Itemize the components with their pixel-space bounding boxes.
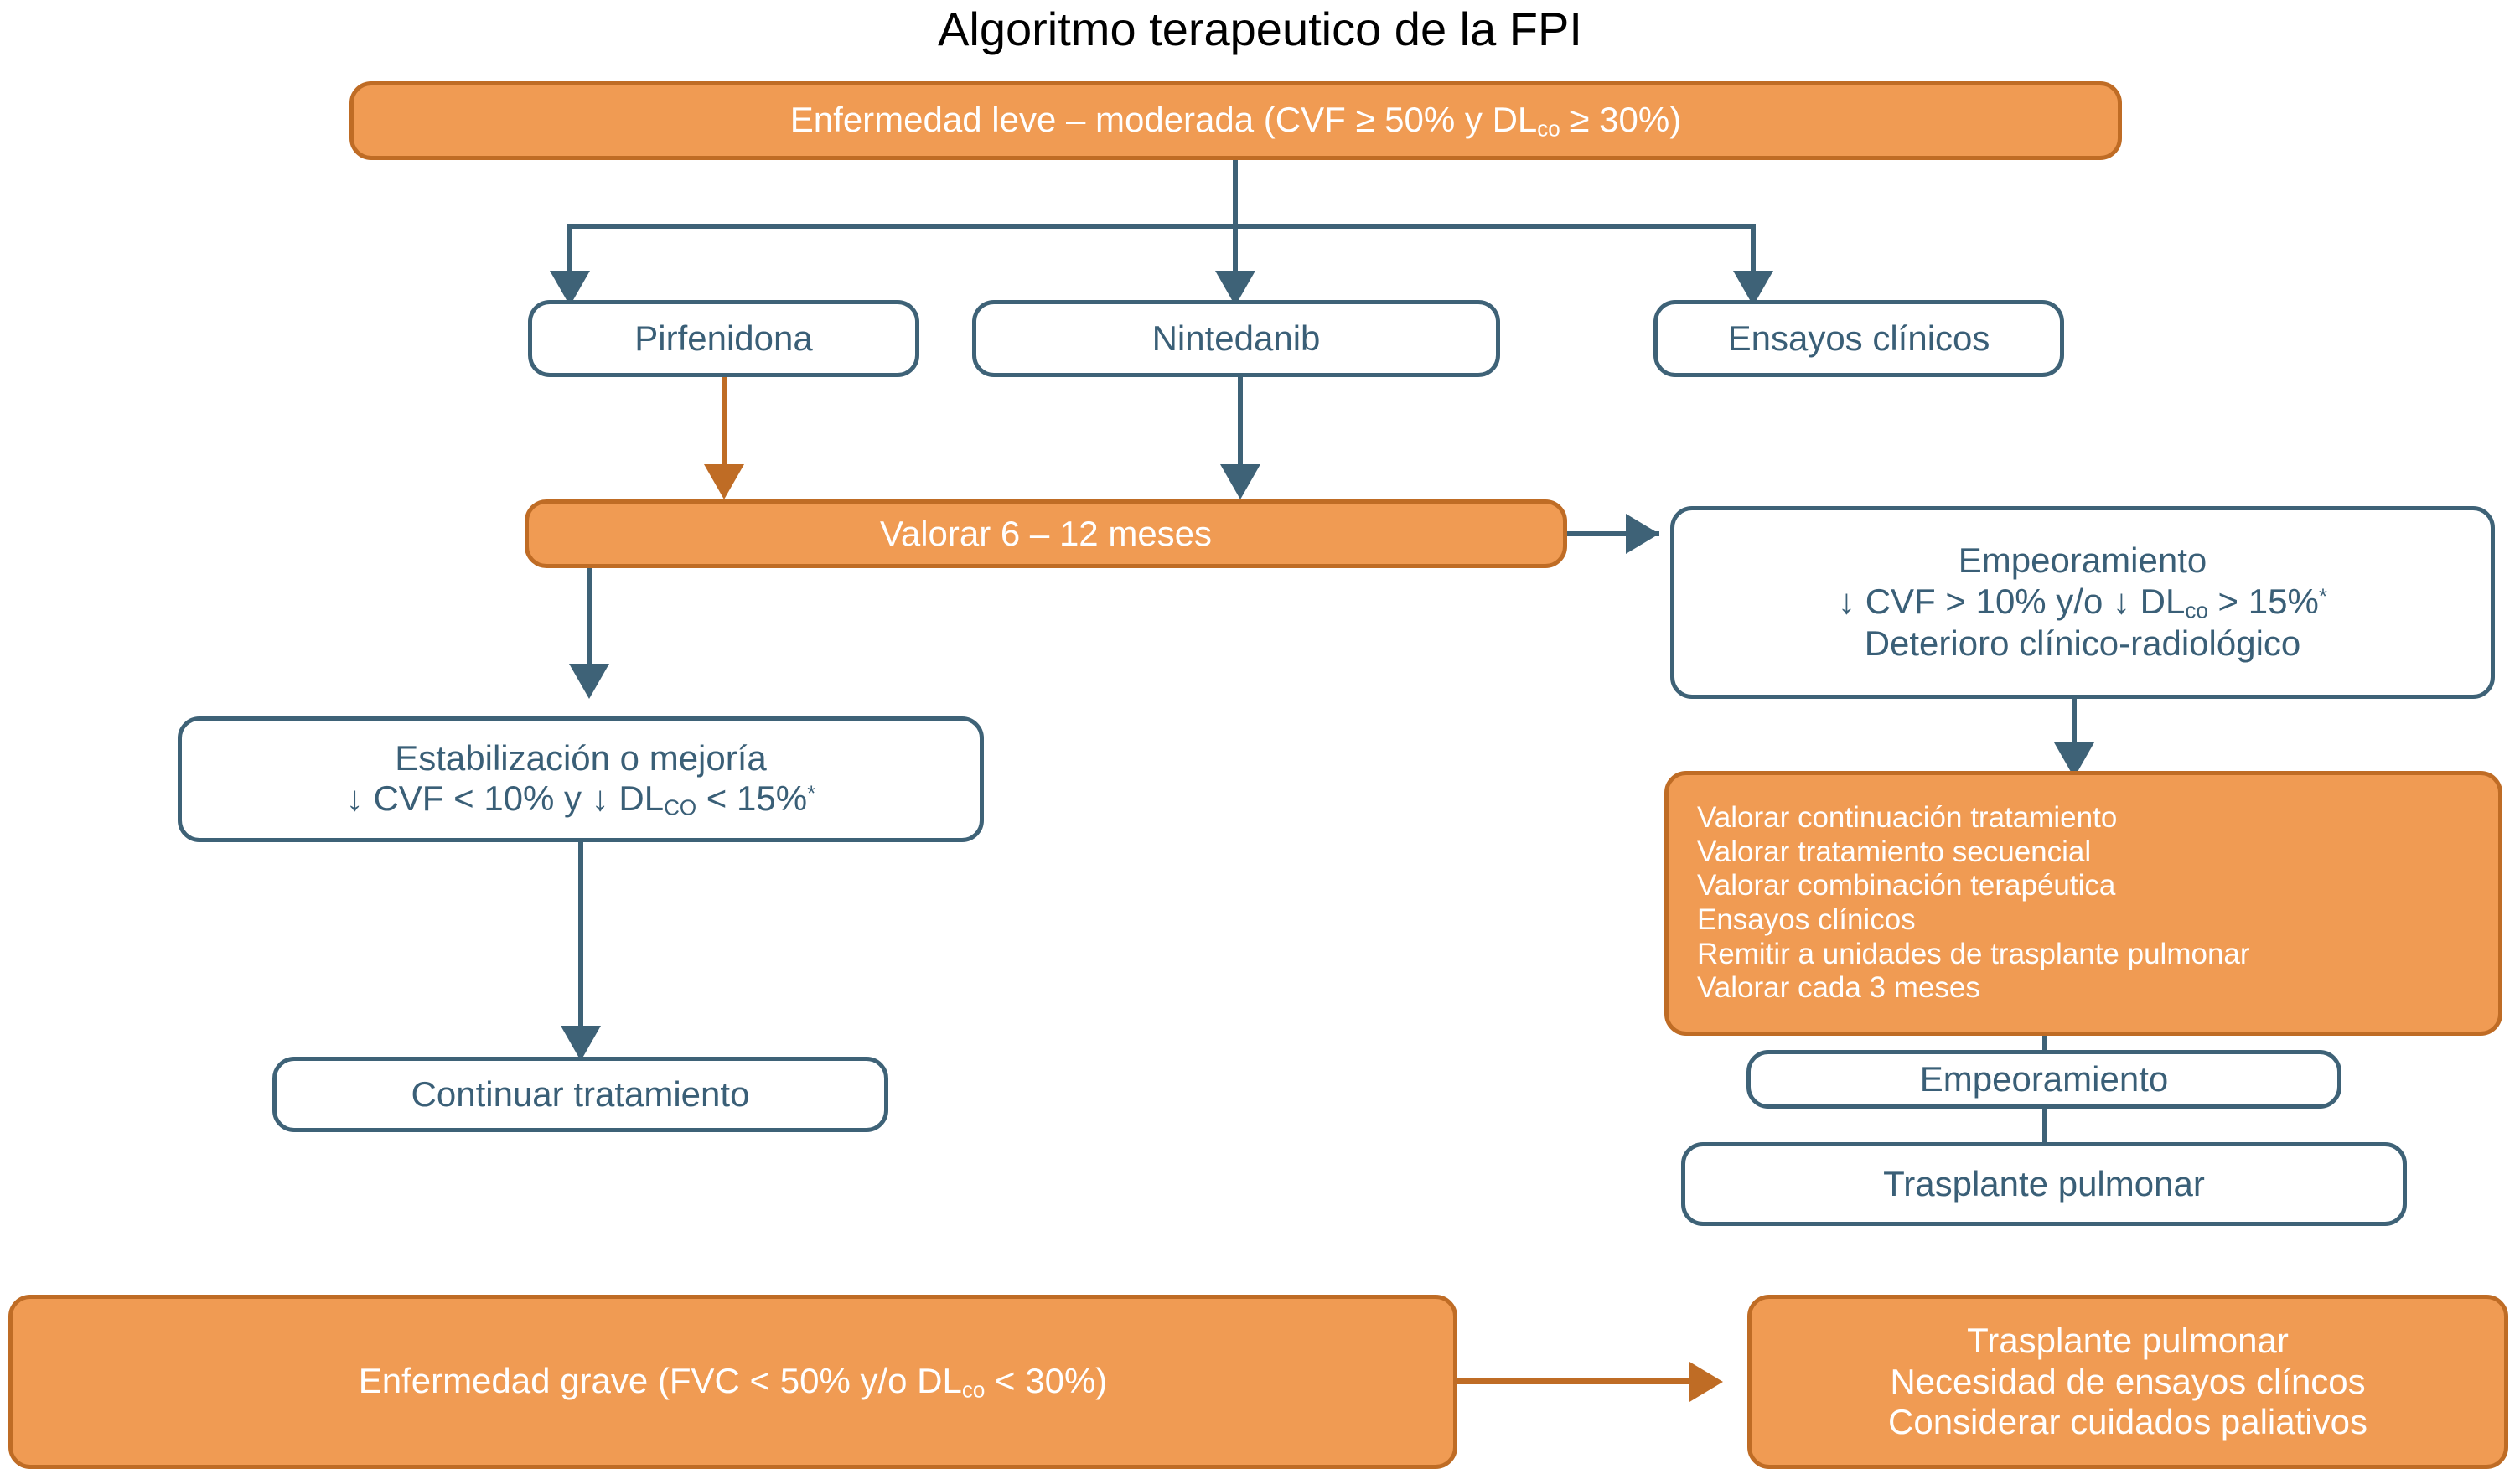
- node-enfermedad-grave-label: Enfermedad grave (FVC < 50% y/o DLco < 3…: [358, 1361, 1108, 1403]
- grave-opciones-item-0: Trasplante pulmonar: [1967, 1320, 2289, 1360]
- node-enfermedad-leve-moderada-label: Enfermedad leve – moderada (CVF ≥ 50% y …: [789, 100, 1682, 142]
- node-grave-opciones-list: Trasplante pulmonar Necesidad de ensayos…: [1752, 1321, 2504, 1443]
- arrow-valorar-to-empeoramiento: [1626, 514, 1659, 554]
- opciones-item-0: Valorar continuación tratamiento: [1697, 801, 2118, 835]
- arrow-valorar-to-estabilizacion: [569, 664, 609, 699]
- node-nintedanib[interactable]: Nintedanib: [972, 300, 1500, 377]
- grave-opciones-item-1: Necesidad de ensayos clíncos: [1890, 1361, 2366, 1401]
- node-continuar-tratamiento-label: Continuar tratamiento: [411, 1073, 750, 1114]
- node-empeoramiento-2[interactable]: Empeoramiento: [1746, 1050, 2341, 1109]
- node-pirfenidona-label: Pirfenidona: [634, 318, 813, 358]
- node-estabilizacion-mejoria[interactable]: Estabilización o mejoría ↓ CVF < 10% y ↓…: [178, 716, 984, 842]
- opciones-item-2: Valorar combinación terapéutica: [1697, 869, 2116, 903]
- node-estabilizacion-mejoria-text: Estabilización o mejoría ↓ CVF < 10% y ↓…: [182, 738, 980, 821]
- connector-valorar-to-estabilizacion: [587, 568, 592, 669]
- node-nintedanib-label: Nintedanib: [1151, 318, 1321, 358]
- arrow-nintedanib-to-valorar: [1220, 464, 1260, 499]
- opciones-item-1: Valorar tratamiento secuencial: [1697, 835, 2092, 868]
- node-empeoramiento-2-label: Empeoramiento: [1919, 1058, 2169, 1099]
- node-empeoramiento-criterios-text: Empeoramiento ↓ CVF > 10% y/o ↓ DLco > 1…: [1674, 540, 2491, 664]
- node-valorar-6-12-meses[interactable]: Valorar 6 – 12 meses: [525, 499, 1567, 568]
- opciones-item-4: Remitir a unidades de trasplante pulmona…: [1697, 937, 2250, 970]
- node-trasplante-pulmonar[interactable]: Trasplante pulmonar: [1681, 1142, 2407, 1226]
- empeoramiento-line-1: Empeoramiento: [1958, 540, 2207, 581]
- connector-empeoramiento-to-opciones: [2072, 699, 2077, 749]
- arrow-estabilizacion-to-continuar: [561, 1026, 601, 1061]
- arrow-pirfenidona-to-valorar: [704, 464, 744, 499]
- connector-trunk-vertical: [1233, 160, 1238, 229]
- connector-grave-to-opciones: [1457, 1378, 1717, 1384]
- node-enfermedad-leve-moderada[interactable]: Enfermedad leve – moderada (CVF ≥ 50% y …: [349, 81, 2122, 160]
- node-empeoramiento-criterios[interactable]: Empeoramiento ↓ CVF > 10% y/o ↓ DLco > 1…: [1670, 506, 2495, 699]
- page-title: Algoritmo terapeutico de la FPI: [938, 3, 1582, 55]
- estabilizacion-line-2: ↓ CVF < 10% y ↓ DLCO < 15%*: [345, 778, 816, 821]
- node-continuar-tratamiento[interactable]: Continuar tratamiento: [272, 1057, 888, 1132]
- node-ensayos-clinicos[interactable]: Ensayos clínicos: [1653, 300, 2064, 377]
- node-opciones-empeoramiento-list: Valorar continuación tratamiento Valorar…: [1669, 801, 2498, 1006]
- connector-branch-middle: [1233, 224, 1238, 276]
- connector-branch-right: [1751, 224, 1756, 276]
- empeoramiento-line-3: Deterioro clínico-radiológico: [1864, 623, 2301, 663]
- connector-branch-left: [567, 224, 572, 276]
- opciones-item-3: Ensayos clínicos: [1697, 903, 1916, 936]
- grave-opciones-item-2: Considerar cuidados paliativos: [1888, 1402, 2367, 1442]
- opciones-item-5: Valorar cada 3 meses: [1697, 971, 1980, 1005]
- connector-nintedanib-to-valorar: [1238, 377, 1243, 469]
- connector-pirfenidona-to-valorar: [722, 377, 727, 469]
- connector-empeoramiento2-to-trasplante: [2042, 1108, 2047, 1146]
- connector-distribution-bar: [567, 224, 1756, 229]
- node-grave-opciones[interactable]: Trasplante pulmonar Necesidad de ensayos…: [1747, 1295, 2508, 1469]
- node-opciones-empeoramiento[interactable]: Valorar continuación tratamiento Valorar…: [1664, 771, 2502, 1036]
- node-valorar-6-12-meses-label: Valorar 6 – 12 meses: [879, 513, 1213, 553]
- connector-estabilizacion-to-continuar: [578, 842, 583, 1031]
- estabilizacion-line-1: Estabilización o mejoría: [395, 737, 767, 778]
- node-pirfenidona[interactable]: Pirfenidona: [528, 300, 919, 377]
- arrow-grave-to-opciones: [1689, 1362, 1723, 1402]
- node-trasplante-pulmonar-label: Trasplante pulmonar: [1883, 1163, 2205, 1203]
- node-ensayos-clinicos-label: Ensayos clínicos: [1727, 318, 1990, 358]
- node-enfermedad-grave[interactable]: Enfermedad grave (FVC < 50% y/o DLco < 3…: [8, 1295, 1457, 1469]
- connector-valorar-to-empeoramiento: [1567, 531, 1659, 536]
- empeoramiento-line-2: ↓ CVF > 10% y/o ↓ DLco > 15%*: [1838, 582, 2327, 623]
